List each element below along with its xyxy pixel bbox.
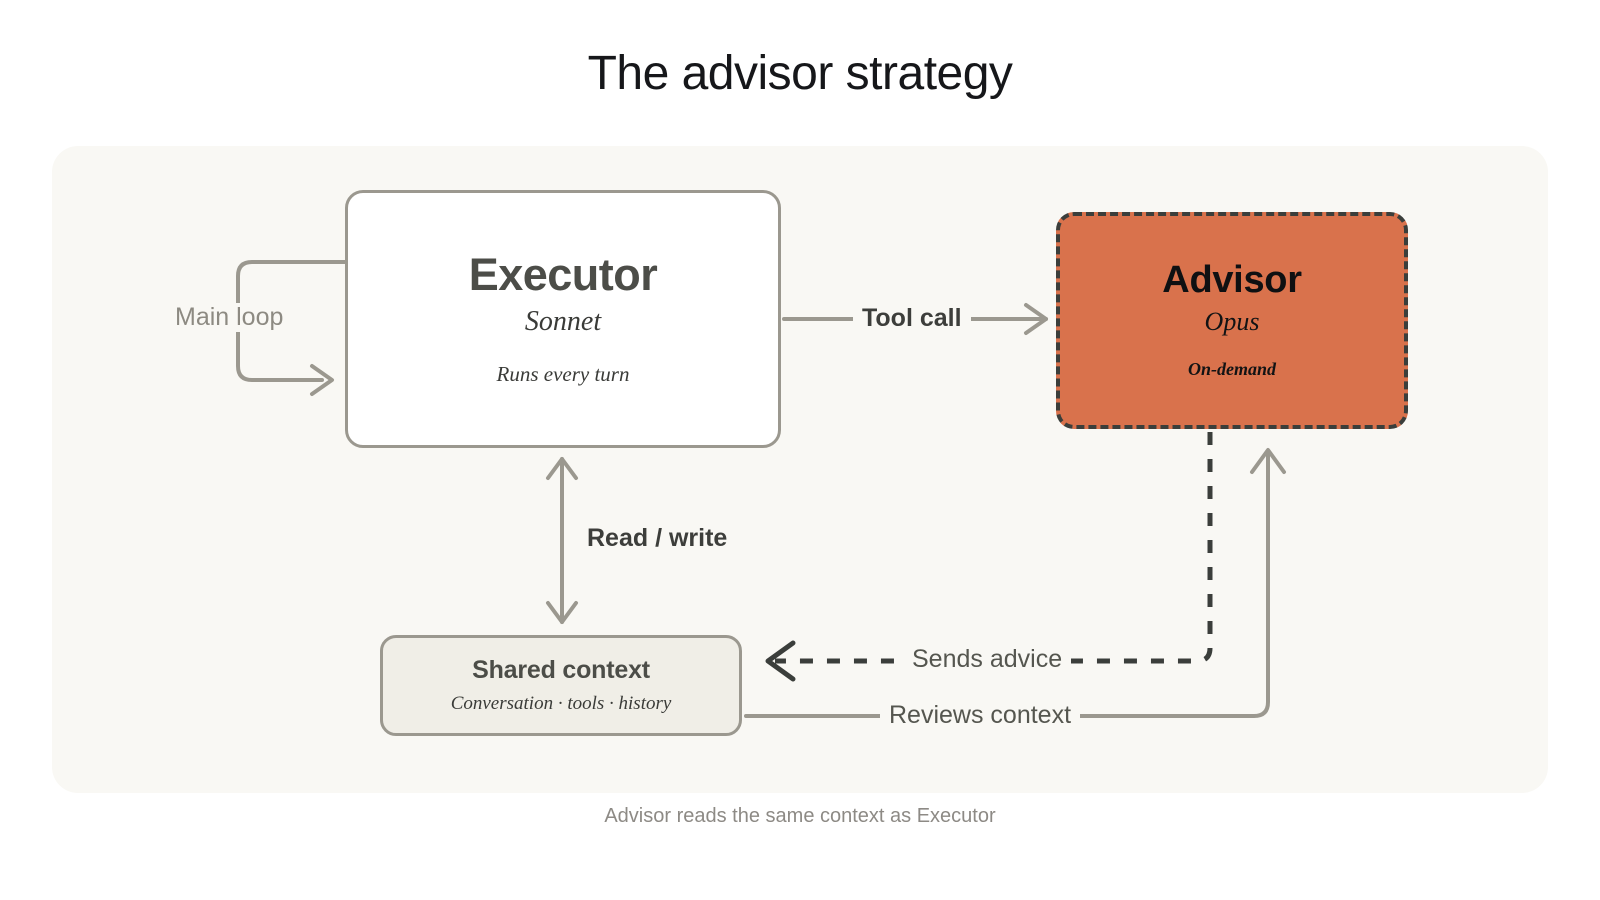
node-shared-context[interactable]: Shared context Conversation · tools · hi… bbox=[380, 635, 742, 736]
edge-label-read-write: Read / write bbox=[578, 524, 737, 553]
node-shared-context-title: Shared context bbox=[472, 656, 650, 684]
node-advisor-title: Advisor bbox=[1162, 259, 1302, 302]
diagram-caption: Advisor reads the same context as Execut… bbox=[604, 805, 996, 827]
node-executor-note: Runs every turn bbox=[496, 362, 630, 387]
node-advisor[interactable]: Advisor Opus On-demand bbox=[1056, 212, 1408, 429]
node-executor-title: Executor bbox=[468, 248, 658, 300]
node-executor[interactable]: Executor Sonnet Runs every turn bbox=[345, 190, 781, 448]
node-advisor-note: On-demand bbox=[1187, 358, 1276, 379]
node-advisor-model: Opus bbox=[1204, 306, 1260, 336]
node-shared-context-note: Conversation · tools · history bbox=[450, 693, 672, 714]
page-title: The advisor strategy bbox=[587, 47, 1013, 100]
edge-label-tool-call: Tool call bbox=[853, 304, 971, 333]
edge-label-reviews-context: Reviews context bbox=[880, 701, 1081, 730]
node-executor-model: Sonnet bbox=[524, 306, 602, 338]
edge-label-main-loop: Main loop bbox=[166, 303, 293, 332]
edge-label-sends-advice: Sends advice bbox=[903, 645, 1072, 674]
